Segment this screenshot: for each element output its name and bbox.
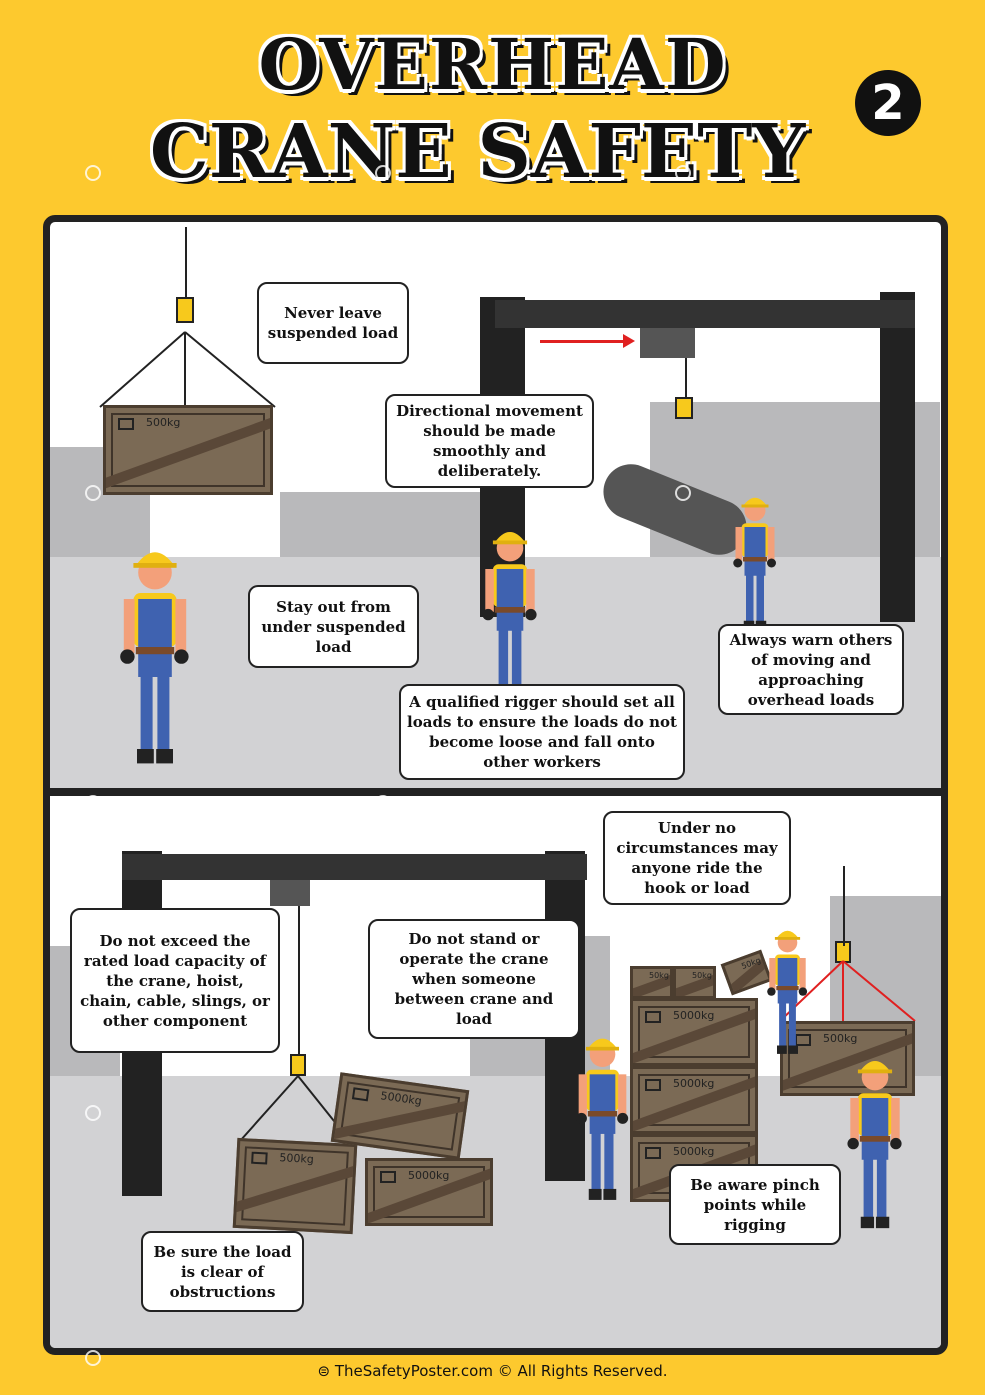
crate-weight: 500kg — [279, 1151, 315, 1166]
crate-weight: 500kg — [146, 416, 181, 429]
worker-pushing-load — [730, 482, 780, 632]
bubble-directional-movement: Directional movement should be made smoo… — [385, 394, 594, 488]
crane-beam — [122, 854, 587, 880]
panel-1: 500kg Never leave suspended load Directi… — [50, 222, 941, 788]
hook-icon — [176, 297, 194, 323]
crane-leg-right — [880, 292, 915, 622]
worker-riding-load — [760, 916, 815, 1056]
crate: 5000kg — [630, 1066, 758, 1134]
worker-standing — [575, 1016, 630, 1206]
site-logo-icon: ⊜ — [317, 1362, 335, 1380]
bubble-pinch-points: Be aware pinch points while rigging — [669, 1164, 841, 1245]
crate-weight: 5000kg — [673, 1145, 715, 1158]
worker-rigging — [845, 1041, 905, 1231]
crate: 500kg — [232, 1137, 358, 1235]
bubble-do-not-stand: Do not stand or operate the crane when s… — [368, 919, 580, 1039]
crane-beam — [495, 300, 915, 328]
crate: 500kg — [103, 405, 273, 495]
bubble-always-warn: Always warn others of moving and approac… — [718, 624, 904, 715]
hoist-rope — [685, 358, 687, 398]
title-line-2: CRANE SAFETY — [149, 109, 806, 195]
crate: 500kg — [780, 1021, 915, 1096]
crate-small: 50kg — [673, 966, 716, 999]
title-line-1: OVERHEAD — [258, 23, 727, 106]
crate: 5000kg — [630, 998, 758, 1066]
hoist-rope — [185, 227, 187, 297]
worker-waving — [115, 527, 195, 767]
crane-hoist — [270, 880, 310, 906]
crate-small: 50kg — [630, 966, 673, 999]
hook-icon — [675, 397, 693, 419]
worker-rigger — [480, 512, 540, 702]
crane-hoist — [640, 328, 695, 358]
arrow-head-icon — [623, 334, 635, 348]
crate-weight: 5000kg — [673, 1077, 715, 1090]
footer-text: TheSafetyPoster.com © All Rights Reserve… — [334, 1362, 668, 1380]
poster-frame: 500kg Never leave suspended load Directi… — [43, 215, 948, 1355]
watermark-logo-icon — [85, 165, 101, 181]
label-icon — [118, 418, 134, 430]
crate-weight: 50kg — [649, 971, 669, 980]
hoist-rope — [298, 906, 300, 1056]
bubble-no-riding: Under no circumstances may anyone ride t… — [603, 811, 791, 905]
bubble-load-clear: Be sure the load is clear of obstruction… — [141, 1231, 304, 1312]
footer: ⊜ TheSafetyPoster.com © All Rights Reser… — [0, 1362, 985, 1380]
crate-weight: 50kg — [692, 971, 712, 980]
crate-weight: 500kg — [823, 1032, 858, 1045]
crate-weight: 5000kg — [408, 1169, 450, 1182]
bubble-qualified-rigger: A qualified rigger should set all loads … — [399, 684, 685, 780]
bubble-stay-out: Stay out from under suspended load — [248, 585, 419, 668]
bubble-rated-capacity: Do not exceed the rated load capacity of… — [70, 908, 280, 1053]
crate: 5000kg — [365, 1158, 493, 1226]
hoist-rope — [843, 866, 845, 946]
crate-weight: 5000kg — [673, 1009, 715, 1022]
panel-2: 500kg 5000kg 5000kg 5000kg 5000kg 5000kg… — [50, 796, 941, 1348]
poster-number-badge: 2 — [855, 70, 921, 136]
bubble-never-leave-load: Never leave suspended load — [257, 282, 409, 364]
direction-arrow — [540, 340, 625, 343]
